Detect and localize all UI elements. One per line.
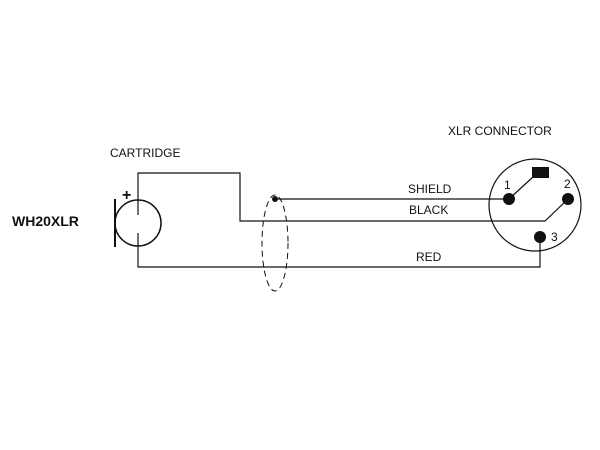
red-wire-label: RED [416,250,442,264]
pin-3-label: 3 [551,230,558,244]
xlr-connector-body [488,158,582,252]
cartridge-black-wire [137,172,492,222]
cable-shield-ellipse [261,194,289,292]
polarity-plus-symbol: + [122,187,131,204]
device-label: WH20XLR [12,213,79,229]
cartridge-element [114,199,162,247]
shield-wire-label: SHIELD [408,182,452,196]
pin-1-label: 1 [504,178,511,192]
xlr-pin-2 [562,193,574,205]
black-wire-to-pin2 [492,198,569,222]
xlr-connector-label: XLR CONNECTOR [448,124,552,138]
pin-2-label: 2 [564,177,571,191]
black-wire-label: BLACK [409,203,448,217]
cartridge-label: CARTRIDGE [110,146,180,160]
xlr-ground-tab [532,167,549,178]
xlr-pin-1 [503,193,515,205]
xlr-pin-3 [534,231,546,243]
red-wire [137,233,541,268]
